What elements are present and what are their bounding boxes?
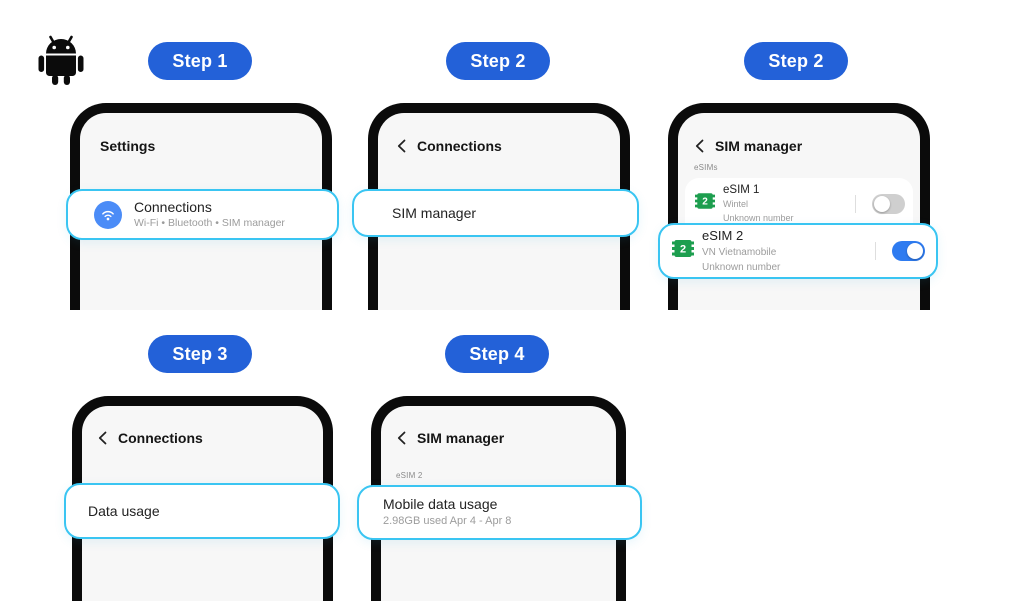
toggle-knob: [874, 195, 890, 212]
screen-title: SIM manager: [715, 138, 803, 154]
step-badge-1: Step 1: [148, 42, 252, 80]
esim2-row[interactable]: 2 eSIM 2 VN Vietnamobile Unknown number: [658, 223, 938, 279]
sim-manager-row[interactable]: SIM manager: [352, 189, 639, 237]
esim1-number: Unknown number: [723, 212, 794, 223]
esim2-number: Unknown number: [702, 262, 781, 274]
screen-title: Settings: [100, 138, 155, 154]
mobile-data-usage-row[interactable]: Mobile data usage 2.98GB used Apr 4 - Ap…: [357, 485, 642, 540]
svg-text:2: 2: [702, 197, 708, 208]
section-label-esim2: eSIM 2: [396, 471, 423, 480]
esim1-title: eSIM 1: [723, 183, 760, 196]
back-icon[interactable]: [98, 431, 107, 445]
sim-manager-row-title: SIM manager: [392, 204, 477, 221]
divider: [875, 242, 876, 260]
connections-row-subtitle: Wi-Fi • Bluetooth • SIM manager: [134, 217, 285, 230]
back-icon[interactable]: [397, 139, 406, 153]
esim1-row[interactable]: 2 eSIM 1 Wintel Unknown number: [685, 178, 913, 227]
screen-title: Connections: [417, 138, 502, 154]
step-badge-4: Step 4: [445, 335, 549, 373]
connections-row-title: Connections: [134, 199, 212, 216]
wifi-icon: [94, 200, 122, 229]
data-usage-row-title: Data usage: [88, 502, 160, 519]
esim2-title: eSIM 2: [702, 227, 744, 243]
divider: [855, 194, 856, 213]
android-icon: [36, 32, 86, 88]
screen-title: Connections: [118, 430, 203, 446]
step-badge-2: Step 2: [446, 42, 550, 80]
sim-card-icon: 2: [695, 193, 715, 214]
screen-title: SIM manager: [417, 430, 505, 446]
data-usage-row[interactable]: Data usage: [64, 483, 340, 539]
settings-title: Settings: [100, 138, 156, 154]
esim1-toggle[interactable]: [872, 193, 905, 214]
back-icon[interactable]: [695, 139, 704, 153]
step-badge-2b: Step 2: [744, 42, 848, 80]
back-icon[interactable]: [397, 431, 406, 445]
step-badge-3: Step 3: [148, 335, 252, 373]
connections-row[interactable]: Connections Wi-Fi • Bluetooth • SIM mana…: [66, 189, 339, 240]
esim2-carrier: VN Vietnamobile: [702, 247, 777, 259]
sim-card-icon: 2: [672, 240, 694, 262]
mobile-data-usage-title: Mobile data usage: [383, 496, 498, 513]
esim2-toggle[interactable]: [892, 241, 925, 261]
section-label-esims: eSIMs: [694, 163, 718, 172]
mobile-data-usage-subtitle: 2.98GB used Apr 4 - Apr 8: [383, 515, 512, 528]
svg-text:2: 2: [680, 244, 686, 256]
toggle-knob: [907, 243, 923, 259]
esim1-carrier: Wintel: [723, 199, 749, 209]
